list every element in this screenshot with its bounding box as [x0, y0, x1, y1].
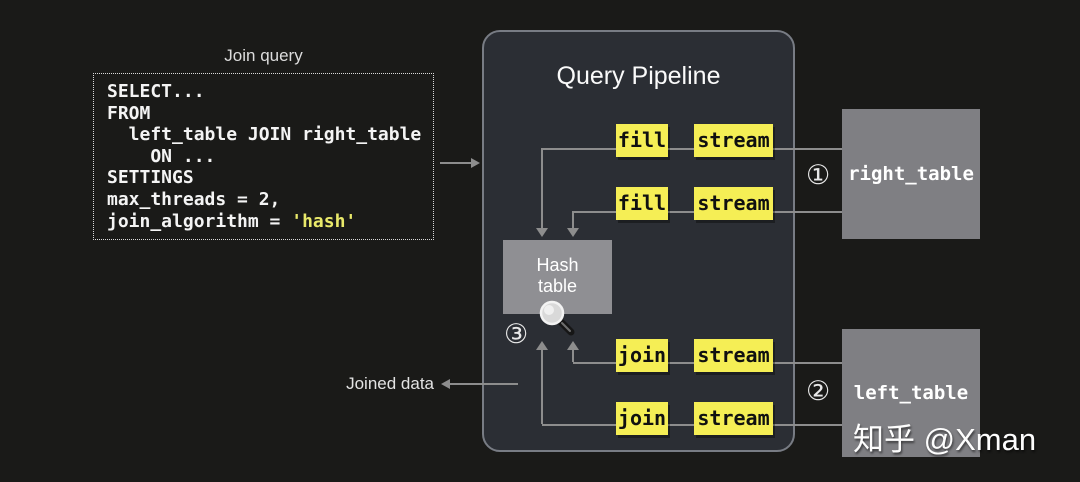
arrow-left-icon: [441, 379, 450, 389]
fill-node: fill: [616, 124, 668, 157]
code-line: SETTINGS: [107, 167, 194, 189]
connector-query-to-pipeline: [440, 162, 474, 164]
arrow-down-icon: [567, 228, 579, 237]
connector-row1-drop: [541, 148, 543, 229]
right-table-label: right_table: [848, 163, 974, 185]
left-table-box: left_table: [842, 329, 980, 457]
connector-joined-data: [450, 383, 518, 385]
watermark: 知乎 @Xman: [853, 422, 1037, 457]
code-text: join_algorithm =: [107, 210, 292, 232]
code-line: left_table JOIN right_table: [107, 124, 422, 146]
step-2-badge: ②: [806, 376, 831, 406]
right-table-box: right_table: [842, 109, 980, 239]
code-line: ON ...: [107, 145, 216, 167]
hash-keyword: 'hash': [291, 210, 357, 232]
connector-right-table-row1: [542, 148, 842, 150]
connector-row4-rise: [541, 350, 543, 424]
step-3-badge: ③: [504, 319, 529, 349]
join-node: join: [616, 402, 668, 435]
code-line: FROM: [107, 102, 151, 124]
hash-table-box: Hash table: [503, 240, 612, 314]
connector-row3-rise: [572, 350, 574, 362]
arrow-up-icon: [536, 341, 548, 350]
hash-table-label-line1: Hash: [536, 255, 579, 275]
connector-row2-drop: [572, 211, 574, 229]
arrow-down-icon: [536, 228, 548, 237]
fill-node: fill: [616, 187, 668, 220]
connector-left-table-row4: [542, 424, 842, 426]
arrow-up-icon: [567, 341, 579, 350]
code-line: SELECT...: [107, 81, 205, 102]
stream-node: stream: [694, 402, 773, 435]
join-query-title: Join query: [224, 46, 303, 65]
code-line-highlighted: join_algorithm = 'hash': [107, 211, 433, 233]
step-1-badge: ①: [806, 160, 831, 190]
stream-node: stream: [694, 339, 773, 372]
stream-node: stream: [694, 124, 773, 157]
pipeline-title: Query Pipeline: [556, 62, 721, 90]
joined-data-label: Joined data: [346, 374, 434, 393]
hash-table-label-line2: table: [537, 276, 578, 296]
code-line: max_threads = 2,: [107, 188, 281, 210]
arrow-right-icon: [471, 158, 480, 168]
join-node: join: [616, 339, 668, 372]
magnifying-glass-icon: [539, 300, 575, 336]
code-block: SELECT... FROM left_table JOIN right_tab…: [93, 73, 434, 240]
left-table-label: left_table: [853, 382, 969, 404]
stream-node: stream: [694, 187, 773, 220]
